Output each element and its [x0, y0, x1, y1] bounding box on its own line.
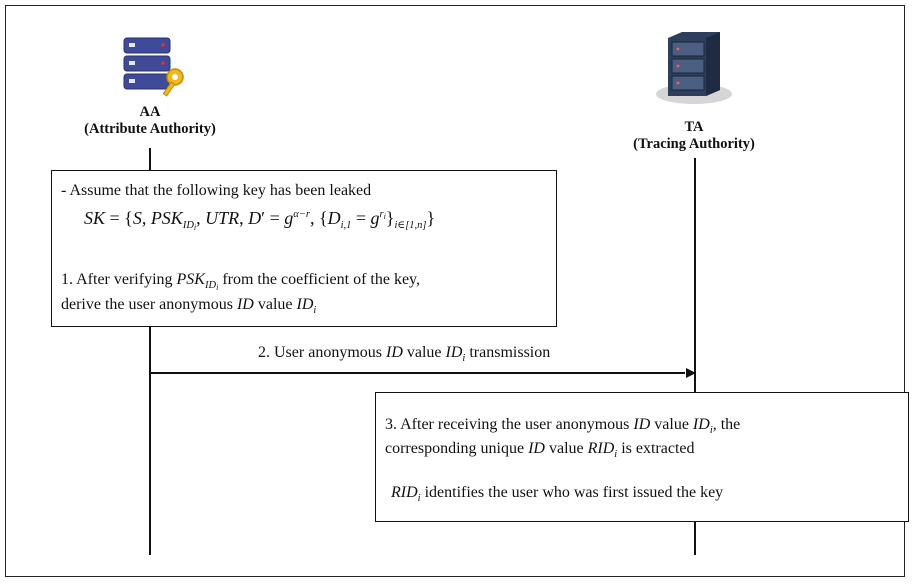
server-with-key-icon	[123, 37, 184, 97]
step1-line1: 1. After verifying PSKIDi from the coeff…	[61, 271, 421, 292]
step1-line2: derive the user anonymous ID value IDi	[61, 296, 317, 316]
diagram-frame	[5, 5, 905, 577]
aa-full-name: (Attribute Authority)	[84, 121, 216, 137]
assumption-text: - Assume that the following key has been…	[61, 182, 372, 199]
step3-line1: 3. After receiving the user anonymous ID…	[385, 416, 741, 436]
leaked-key-formula: SK = {S, PSKIDi, UTR, D′ = gα−r, {Di,1 =…	[84, 208, 436, 232]
step3-line2: corresponding unique ID value RIDi is ex…	[385, 440, 695, 460]
ta-label: TA (Tracing Authority)	[604, 119, 784, 153]
aa-short-name: AA	[139, 104, 161, 120]
ta-lifeline	[694, 158, 696, 555]
ta-short-name: TA	[684, 119, 704, 135]
tracing-box: 3. After receiving the user anonymous ID…	[375, 392, 909, 522]
aa-lifeline	[149, 148, 151, 555]
server-rack-icon	[656, 32, 732, 104]
aa-label: AA (Attribute Authority)	[60, 104, 240, 138]
step3-line3: RIDi identifies the user who was first i…	[391, 484, 724, 504]
transmission-message: 2. User anonymous ID value IDi transmiss…	[258, 344, 551, 364]
transmission-arrowhead	[686, 368, 696, 378]
key-leak-box: - Assume that the following key has been…	[51, 170, 557, 327]
ta-full-name: (Tracing Authority)	[633, 136, 755, 152]
transmission-arrow	[150, 372, 685, 374]
